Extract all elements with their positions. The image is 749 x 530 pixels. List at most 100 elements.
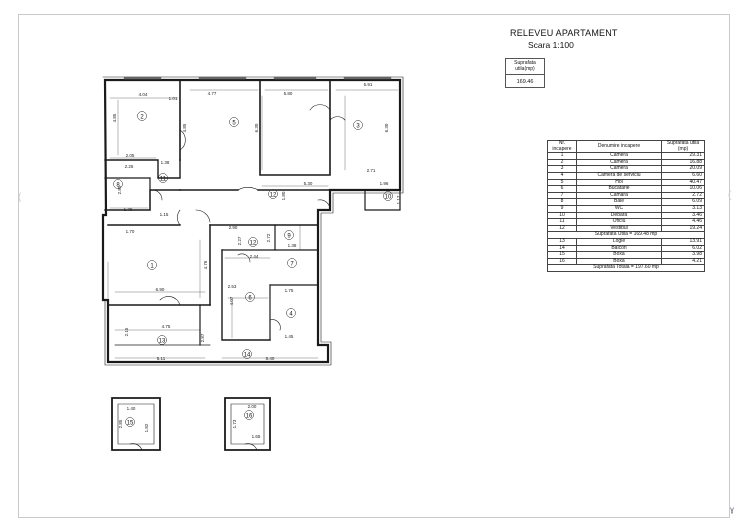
dimension-label: 1.38	[161, 160, 170, 165]
dimension-label: 1.73	[232, 419, 237, 428]
room-number: 16	[246, 414, 253, 420]
dimension-label: 5.30	[304, 181, 313, 186]
room-marker	[157, 335, 167, 345]
signature-mark: ɣ	[730, 505, 735, 514]
storage-box-inner	[230, 403, 265, 445]
door-swing	[309, 104, 331, 111]
dimension-label: 6.90	[156, 287, 165, 292]
room-marker	[125, 417, 135, 427]
surface-summary-box: Suprafata utila(mp) 169.46	[505, 58, 545, 88]
dimension-label: 2.27	[237, 236, 242, 245]
dimension-label: 2.00	[248, 404, 257, 409]
dimension-label: 4.85	[182, 123, 187, 132]
interior-wall	[364, 189, 401, 211]
room-marker	[245, 292, 255, 302]
dimension-label: 6.30	[254, 123, 259, 132]
dimension-label: 2.72	[266, 233, 271, 242]
door-swing	[179, 129, 186, 151]
dimension-label: 1.96	[380, 181, 389, 186]
room-number: 4	[289, 312, 293, 318]
room-marker	[242, 349, 252, 359]
wall-outline	[102, 76, 404, 366]
margin-mark: (	[728, 190, 732, 201]
drawing-sheet-frame	[18, 14, 730, 518]
drawing-title: RELEVEU APARTAMENT	[510, 28, 618, 38]
storage-box-inner	[117, 403, 155, 445]
room-marker	[286, 308, 296, 318]
room-marker	[353, 120, 363, 130]
dimension-label: 1.15	[160, 212, 169, 217]
room-number: 3	[356, 124, 360, 130]
dimension-label: 4.76	[203, 260, 208, 269]
room-number: 2	[140, 115, 144, 121]
door-swing	[269, 319, 281, 331]
col-header-area: Suprafata utila (mp)	[661, 139, 705, 154]
door-swing	[159, 296, 181, 306]
surface-summary-label: Suprafata utila(mp)	[506, 59, 544, 75]
door-swing	[149, 189, 163, 201]
interior-wall	[221, 249, 271, 341]
dimension-label: 4.85	[112, 113, 117, 122]
dimension-label: 2.15	[124, 327, 129, 336]
room-marker	[244, 410, 254, 420]
interior-wall	[259, 79, 331, 176]
dimension-label: 2.85	[117, 185, 122, 194]
col-header-nr: Nr. incapere	[547, 139, 577, 154]
dimension-label: 2.53	[228, 284, 237, 289]
room-number: 5	[232, 121, 236, 127]
dimension-label: 6.30	[384, 123, 389, 132]
room-number: 7	[290, 262, 294, 268]
dimension-label: 4.07	[229, 296, 234, 305]
room-marker	[229, 117, 239, 127]
room-number: 15	[127, 421, 134, 427]
rooms-table: Nr. incapere Denumire incapere Suprafata…	[547, 139, 705, 272]
door-swing	[317, 199, 331, 211]
room-number: 10	[385, 195, 392, 201]
storage-box-outline	[111, 397, 161, 451]
table-row: Suprafata Totala = 197.60 mp	[547, 265, 705, 272]
dimension-label: 5.80	[284, 91, 293, 96]
room-number: 6	[248, 296, 252, 302]
dimension-label: 1.45	[285, 334, 294, 339]
dimension-label: 5.91	[364, 82, 373, 87]
grand-total: Suprafata Totala = 197.60 mp	[547, 265, 705, 272]
dimension-label: 4.04	[139, 92, 148, 97]
room-marker	[383, 191, 393, 201]
outer-wall	[101, 78, 402, 364]
room-number: 1	[150, 264, 154, 270]
drawing-scale: Scara 1:100	[528, 40, 574, 50]
room-number: 11	[160, 177, 167, 183]
room-marker	[284, 230, 294, 240]
room-marker	[147, 260, 157, 270]
dimension-label: 2.90	[229, 225, 238, 230]
col-header-name: Denumire incapere	[576, 139, 662, 154]
dimension-label: 2.71	[367, 168, 376, 173]
room-area-cell: 4.21	[661, 257, 705, 266]
dimension-label: 2.85	[118, 419, 123, 428]
dimension-label: 1.80	[281, 191, 286, 200]
door-swing	[129, 443, 143, 451]
room-marker	[113, 179, 123, 189]
room-marker	[158, 173, 168, 183]
room-number: 8	[116, 183, 120, 189]
dimension-label: 5.11	[157, 356, 166, 361]
door-swing	[177, 209, 181, 226]
room-number: 12	[270, 193, 277, 199]
surface-summary-value: 169.46	[516, 79, 534, 85]
dimension-label: 8.40	[266, 356, 275, 361]
dimension-label: 1.01	[169, 96, 178, 101]
door-swing	[195, 209, 211, 223]
storage-box-outline	[224, 397, 271, 451]
dimension-label: 1.65	[252, 434, 261, 439]
door-swing	[237, 187, 259, 191]
dimension-label: 1.79	[124, 207, 133, 212]
dimension-line	[109, 89, 399, 359]
dimension-label: 1.75	[285, 288, 294, 293]
room-area-cell: 19.24	[661, 224, 705, 233]
margin-mark: (	[18, 192, 22, 203]
room-number: 13	[159, 339, 166, 345]
room-marker	[137, 111, 147, 121]
